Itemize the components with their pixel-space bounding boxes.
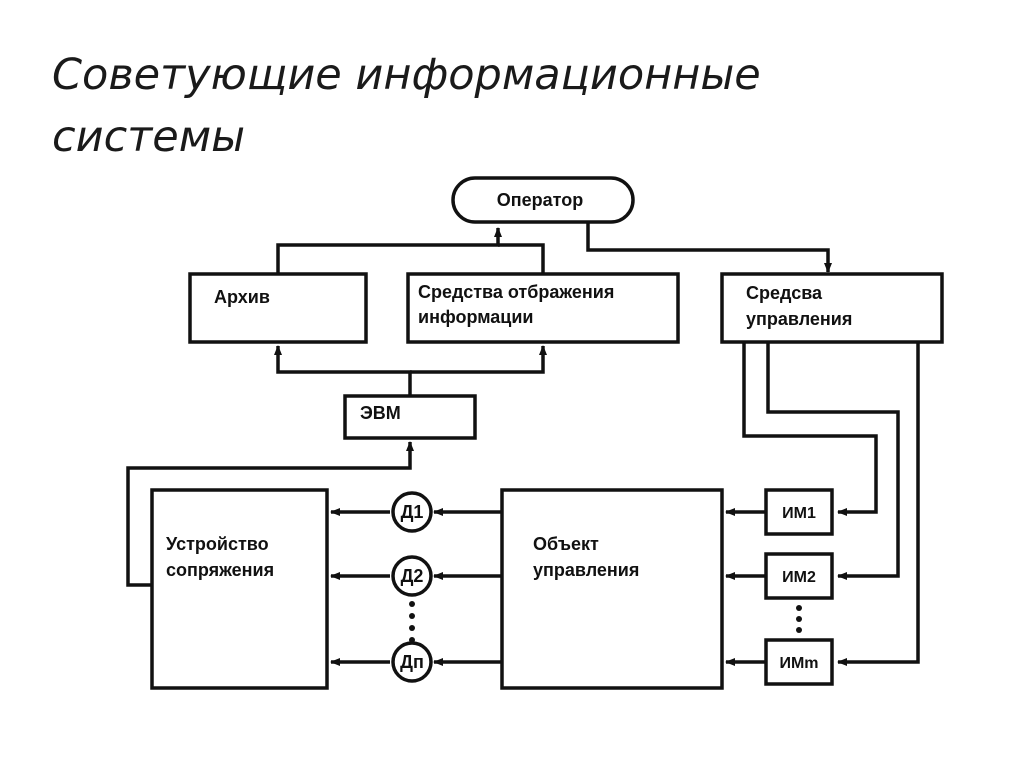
sensor-dp-label: Дп	[400, 652, 424, 672]
display-label-line-2: информации	[418, 307, 534, 327]
sensor-ellipsis	[409, 601, 415, 643]
connections	[126, 222, 920, 666]
computer-block: ЭВМ	[343, 394, 477, 440]
actuator-imm-label: ИМm	[779, 655, 818, 672]
sensor-d2-label: Д2	[401, 566, 424, 586]
interface-label-line-2: сопряжения	[166, 560, 274, 580]
arrow-controls-to-im1	[742, 342, 878, 516]
object-label-line-2: управления	[533, 560, 639, 580]
slide-title-line-1: Советующие информационные	[52, 50, 761, 100]
arrow-evm-to-display	[410, 345, 547, 374]
actuator-im1: ИМ1	[764, 488, 834, 536]
archive-block: Архив	[188, 272, 368, 344]
computer-label: ЭВМ	[360, 403, 401, 423]
actuator-ellipsis	[796, 605, 802, 633]
operator-block: Оператор	[451, 176, 635, 224]
line-display-to-operator	[498, 243, 545, 274]
operator-label: Оператор	[497, 190, 583, 210]
interface-block: Устройство сопряжения	[150, 488, 329, 690]
object-label-line-1: Объект	[533, 534, 599, 554]
sensor-dp: Дп	[391, 641, 433, 683]
display-label-line-1: Средства отбражения	[418, 282, 614, 302]
actuator-im2-label: ИМ2	[782, 569, 816, 586]
sensor-d1-label: Д1	[401, 502, 424, 522]
arrow-archive-to-operator	[276, 227, 502, 274]
display-block: Средства отбражения информации	[406, 272, 680, 344]
controls-label-line-1: Средсва	[746, 283, 823, 303]
object-block: Объект управления	[500, 488, 724, 690]
arrow-controls-to-imm	[837, 342, 920, 666]
slide-title: Советующие информационные системы	[52, 44, 952, 168]
actuator-im1-label: ИМ1	[782, 505, 816, 522]
arrow-operator-to-controls	[586, 222, 832, 273]
arrow-controls-to-im2	[766, 342, 900, 580]
slide-title-line-2: системы	[52, 112, 246, 162]
actuator-im2: ИМ2	[764, 552, 834, 600]
controls-block: Средсва управления	[720, 272, 944, 344]
arrow-interface-to-evm	[126, 441, 414, 587]
controls-label-line-2: управления	[746, 309, 852, 329]
sensor-d1: Д1	[391, 491, 433, 533]
interface-label-line-1: Устройство	[166, 534, 269, 554]
archive-label: Архив	[214, 287, 270, 307]
actuator-imm: ИМm	[764, 638, 834, 686]
sensor-d2: Д2	[391, 555, 433, 597]
arrow-evm-to-archive	[274, 345, 412, 396]
